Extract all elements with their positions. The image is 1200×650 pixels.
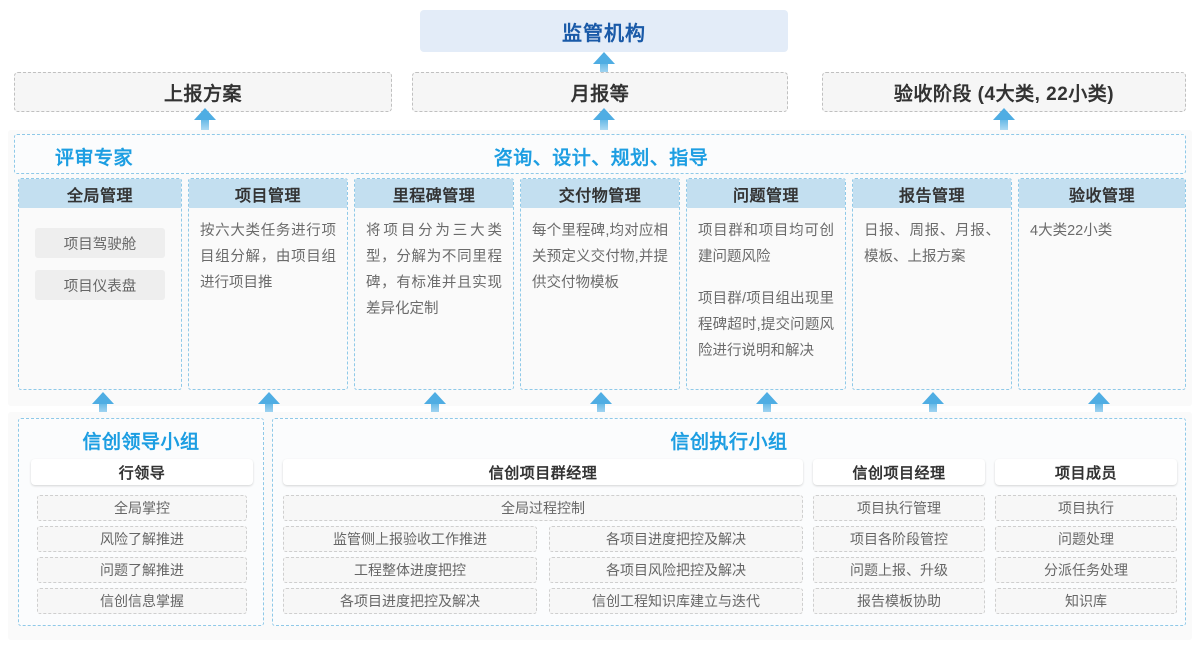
mgmt-card-paragraph: 日报、周报、月报、模板、上报方案 xyxy=(864,223,1000,265)
report-box-monthly-report: 月报等 xyxy=(412,72,788,112)
mgmt-card-deliverable-management: 交付物管理 每个里程碑,均对应相关预定义交付物,并提供交付物模板 xyxy=(520,178,680,390)
task-chip[interactable]: 项目执行管理 xyxy=(813,495,985,521)
role-head-bank-leader[interactable]: 行领导 xyxy=(31,459,253,485)
arrow-up-col-0 xyxy=(92,392,114,418)
mgmt-card-title: 项目管理 xyxy=(189,179,347,208)
mgmt-card-title: 问题管理 xyxy=(687,179,845,208)
mgmt-card-title: 交付物管理 xyxy=(521,179,679,208)
task-chip[interactable]: 各项目进度把控及解决 xyxy=(283,588,537,614)
group-leadership: 信创领导小组 行领导 全局掌控 风险了解推进 问题了解推进 信创信息掌握 xyxy=(18,418,264,626)
arrow-up-col-3 xyxy=(590,392,612,418)
arrow-up-col-4 xyxy=(756,392,778,418)
advisor-label-review-experts: 评审专家 xyxy=(55,148,134,169)
mgmt-card-title: 全局管理 xyxy=(19,179,181,208)
mgmt-card-issue-management: 问题管理 项目群和项目均可创建问题风险 项目群/项目组出现里程碑超时,提交问题风… xyxy=(686,178,846,390)
arrow-up-col-2 xyxy=(424,392,446,418)
group-title: 信创领导小组 xyxy=(82,432,200,453)
mgmt-card-report-management: 报告管理 日报、周报、月报、模板、上报方案 xyxy=(852,178,1012,390)
role-head-project-member[interactable]: 项目成员 xyxy=(995,459,1177,485)
mgmt-chip[interactable]: 项目仪表盘 xyxy=(35,270,165,300)
mgmt-card-title: 验收管理 xyxy=(1019,179,1185,208)
task-chip[interactable]: 信创信息掌握 xyxy=(37,588,247,614)
mgmt-card-paragraph: 4大类22小类 xyxy=(1030,223,1113,239)
mgmt-card-paragraph: 按六大类任务进行项目组分解，由项目组进行项目推 xyxy=(200,223,336,291)
arrow-up-col-6 xyxy=(1088,392,1110,418)
arrow-up-to-acceptance-stage xyxy=(993,108,1015,134)
task-chip[interactable]: 项目各阶段管控 xyxy=(813,526,985,552)
task-chip[interactable]: 各项目进度把控及解决 xyxy=(549,526,803,552)
role-head-project-manager[interactable]: 信创项目经理 xyxy=(813,459,985,485)
group-title: 信创执行小组 xyxy=(670,432,788,453)
regulator-box: 监管机构 xyxy=(420,10,788,52)
arrow-up-to-regulator xyxy=(593,52,615,78)
report-box-label: 上报方案 xyxy=(163,83,242,105)
mgmt-card-paragraph: 每个里程碑,均对应相关预定义交付物,并提供交付物模板 xyxy=(532,223,668,291)
report-box-label: 验收阶段 (4大类, 22小类) xyxy=(893,83,1115,105)
task-chip[interactable]: 问题处理 xyxy=(995,526,1177,552)
mgmt-card-milestone-management: 里程碑管理 将项目分为三大类型，分解为不同里程碑，有标准并且实现差异化定制 xyxy=(354,178,514,390)
mgmt-card-title: 里程碑管理 xyxy=(355,179,513,208)
report-box-label: 月报等 xyxy=(570,83,630,105)
arrow-up-col-5 xyxy=(922,392,944,418)
mgmt-card-paragraph: 将项目分为三大类型，分解为不同里程碑，有标准并且实现差异化定制 xyxy=(366,223,502,317)
arrow-up-to-monthly-report xyxy=(593,108,615,134)
mgmt-card-paragraph-2: 项目群/项目组出现里程碑超时,提交问题风险进行说明和解决 xyxy=(698,291,834,359)
task-chip[interactable]: 知识库 xyxy=(995,588,1177,614)
task-chip[interactable]: 监管侧上报验收工作推进 xyxy=(283,526,537,552)
mgmt-card-paragraph: 项目群和项目均可创建问题风险 xyxy=(698,223,834,265)
arrow-up-to-submission-plan xyxy=(194,108,216,134)
task-chip[interactable]: 工程整体进度把控 xyxy=(283,557,537,583)
advisor-label-consulting: 咨询、设计、规划、指导 xyxy=(493,148,709,169)
task-chip[interactable]: 全局掌控 xyxy=(37,495,247,521)
advisor-band: 评审专家 咨询、设计、规划、指导 xyxy=(14,134,1186,174)
mgmt-card-acceptance-management: 验收管理 4大类22小类 xyxy=(1018,178,1186,390)
mgmt-chip[interactable]: 项目驾驶舱 xyxy=(35,228,165,258)
task-chip[interactable]: 问题上报、升级 xyxy=(813,557,985,583)
regulator-label: 监管机构 xyxy=(562,22,646,45)
report-box-submission-plan: 上报方案 xyxy=(14,72,392,112)
task-chip[interactable]: 风险了解推进 xyxy=(37,526,247,552)
mgmt-card-global-management: 全局管理 项目驾驶舱 项目仪表盘 xyxy=(18,178,182,390)
task-chip[interactable]: 全局过程控制 xyxy=(283,495,803,521)
group-execution: 信创执行小组 信创项目群经理 信创项目经理 项目成员 全局过程控制 监管侧上报验… xyxy=(272,418,1186,626)
task-chip[interactable]: 问题了解推进 xyxy=(37,557,247,583)
task-chip[interactable]: 分派任务处理 xyxy=(995,557,1177,583)
mgmt-card-project-management: 项目管理 按六大类任务进行项目组分解，由项目组进行项目推 xyxy=(188,178,348,390)
task-chip[interactable]: 各项目风险把控及解决 xyxy=(549,557,803,583)
task-chip[interactable]: 报告模板协助 xyxy=(813,588,985,614)
report-box-acceptance-stage: 验收阶段 (4大类, 22小类) xyxy=(822,72,1186,112)
task-chip[interactable]: 信创工程知识库建立与迭代 xyxy=(549,588,803,614)
task-chip[interactable]: 项目执行 xyxy=(995,495,1177,521)
role-head-program-manager[interactable]: 信创项目群经理 xyxy=(283,459,803,485)
mgmt-card-title: 报告管理 xyxy=(853,179,1011,208)
arrow-up-col-1 xyxy=(258,392,280,418)
